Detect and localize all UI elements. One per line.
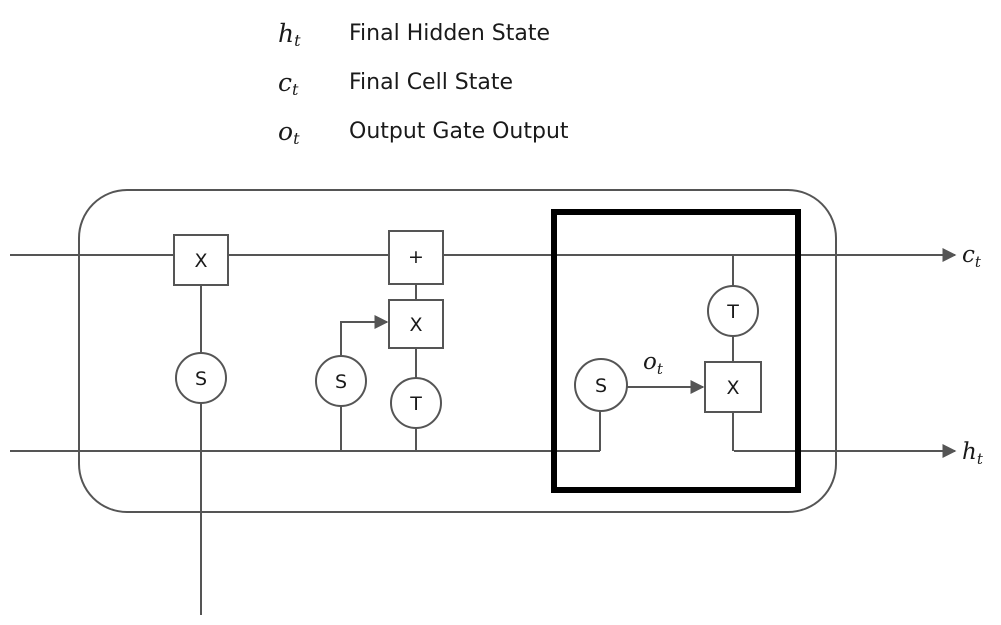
gate-output-label: ot <box>643 349 664 378</box>
output-sigmoid-label: S <box>595 375 607 397</box>
input-multiply-node <box>388 299 444 349</box>
output-gate-highlight-box <box>551 209 801 493</box>
legend-symbol: ct <box>278 68 299 99</box>
input-tanh-label: T <box>409 393 422 415</box>
legend-row-output-gate: ot Output Gate Output <box>278 112 698 161</box>
output-multiply-label: X <box>726 377 739 399</box>
output-tanh-label: T <box>726 301 739 323</box>
legend: ht Final Hidden State ct Final Cell Stat… <box>278 14 698 161</box>
legend-description: Final Cell State <box>349 70 514 95</box>
hidden-output-label: ht <box>962 439 984 468</box>
output-multiply-node <box>704 361 762 413</box>
cell-outline <box>78 189 837 513</box>
cell-add-node <box>388 230 444 285</box>
output-tanh-node <box>707 285 759 337</box>
legend-description: Final Hidden State <box>349 21 550 46</box>
forget-multiply-label: X <box>194 250 207 272</box>
input-sigmoid-label: S <box>335 371 347 393</box>
forget-multiply-node <box>173 234 229 286</box>
cell-output-label: ct <box>962 242 982 271</box>
legend-row-cell-state: ct Final Cell State <box>278 63 698 112</box>
legend-description: Output Gate Output <box>349 119 569 144</box>
input-sigmoid-to-multiply-arrow <box>340 315 389 355</box>
legend-symbol: ht <box>278 19 301 50</box>
legend-symbol: ot <box>278 117 300 148</box>
forget-sigmoid-node <box>175 352 227 404</box>
input-tanh-node <box>390 377 442 429</box>
output-sigmoid-node <box>574 358 628 412</box>
input-multiply-label: X <box>409 314 422 336</box>
forget-sigmoid-label: S <box>195 368 207 390</box>
cell-add-label: + <box>408 246 424 268</box>
legend-row-hidden-state: ht Final Hidden State <box>278 14 698 63</box>
input-sigmoid-node <box>315 355 367 407</box>
